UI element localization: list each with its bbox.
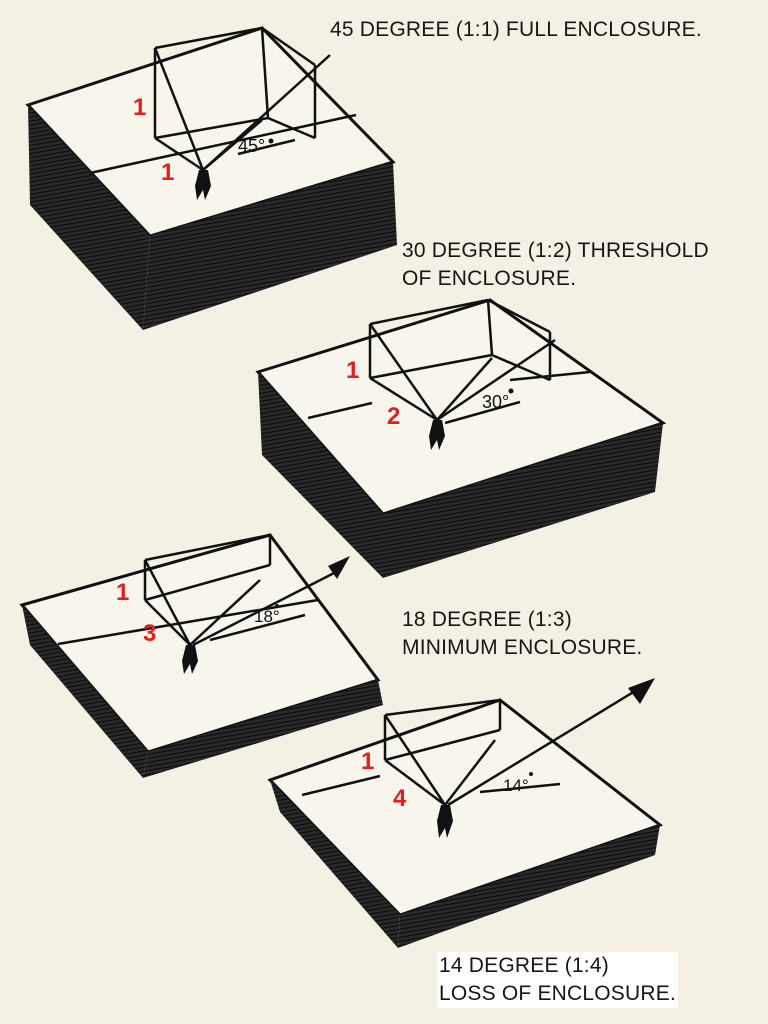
block-right-side xyxy=(143,680,383,778)
caption-line: LOSS OF ENCLOSURE. xyxy=(437,980,678,1008)
viewer-figure-icon xyxy=(182,645,198,674)
block-left-side xyxy=(270,780,400,948)
caption-18-degree: 18 DEGREE (1:3) MINIMUM ENCLOSURE. xyxy=(402,606,642,662)
caption-45-degree: 45 DEGREE (1:1) FULL ENCLOSURE. xyxy=(330,16,702,44)
angle-label: 30° xyxy=(482,392,509,412)
distance-ratio-label: 1 xyxy=(161,159,174,186)
caption-line: OF ENCLOSURE. xyxy=(402,267,577,290)
arrow-head xyxy=(328,556,350,579)
enclosure-wireframe xyxy=(143,533,341,647)
distance-ratio-label: 2 xyxy=(387,403,400,430)
caption-line: 30 DEGREE (1:2) THRESHOLD xyxy=(402,239,709,262)
viewer-figure-icon xyxy=(437,805,453,838)
block-right-side xyxy=(398,825,660,948)
distance-ratio-label: 3 xyxy=(143,620,156,647)
viewer-figure-icon xyxy=(429,420,445,450)
angle-label: 14° xyxy=(503,776,529,795)
diagram-18-degree: 18° 1 3 xyxy=(19,533,383,778)
block-right-side xyxy=(383,423,663,578)
diagram-45-degree: 45° 1 1 xyxy=(25,26,397,330)
block-left-side xyxy=(258,372,383,578)
height-ratio-label: 1 xyxy=(133,94,146,121)
arrow-head xyxy=(628,678,655,704)
enclosure-wireframe xyxy=(153,26,331,172)
block-top-face xyxy=(267,698,664,917)
enclosure-wireframe xyxy=(383,686,641,807)
caption-14-degree: 14 DEGREE (1:4) LOSS OF ENCLOSURE. xyxy=(437,952,678,1008)
caption-line: 45 DEGREE (1:1) FULL ENCLOSURE. xyxy=(330,18,702,41)
enclosure-wireframe xyxy=(368,298,556,425)
height-ratio-label: 1 xyxy=(361,748,374,775)
caption-line: 14 DEGREE (1:4) xyxy=(437,952,678,980)
viewer-figure-icon xyxy=(195,170,211,200)
angle-label: 18° xyxy=(254,607,280,626)
distance-ratio-label: 4 xyxy=(393,785,407,812)
block-right-side xyxy=(143,162,397,330)
block-left-side xyxy=(28,105,150,330)
angle-label: 45° xyxy=(238,136,265,156)
block-left-side xyxy=(22,605,148,778)
caption-line: MINIMUM ENCLOSURE. xyxy=(402,636,643,659)
diagram-14-degree: 14° 1 4 xyxy=(267,678,664,948)
caption-line: 18 DEGREE (1:3) xyxy=(402,608,572,631)
caption-30-degree: 30 DEGREE (1:2) THRESHOLD OF ENCLOSURE. xyxy=(402,237,709,293)
height-ratio-label: 1 xyxy=(116,579,129,606)
diagram-30-degree: 30° 1 2 xyxy=(255,298,667,578)
height-ratio-label: 1 xyxy=(346,357,359,384)
